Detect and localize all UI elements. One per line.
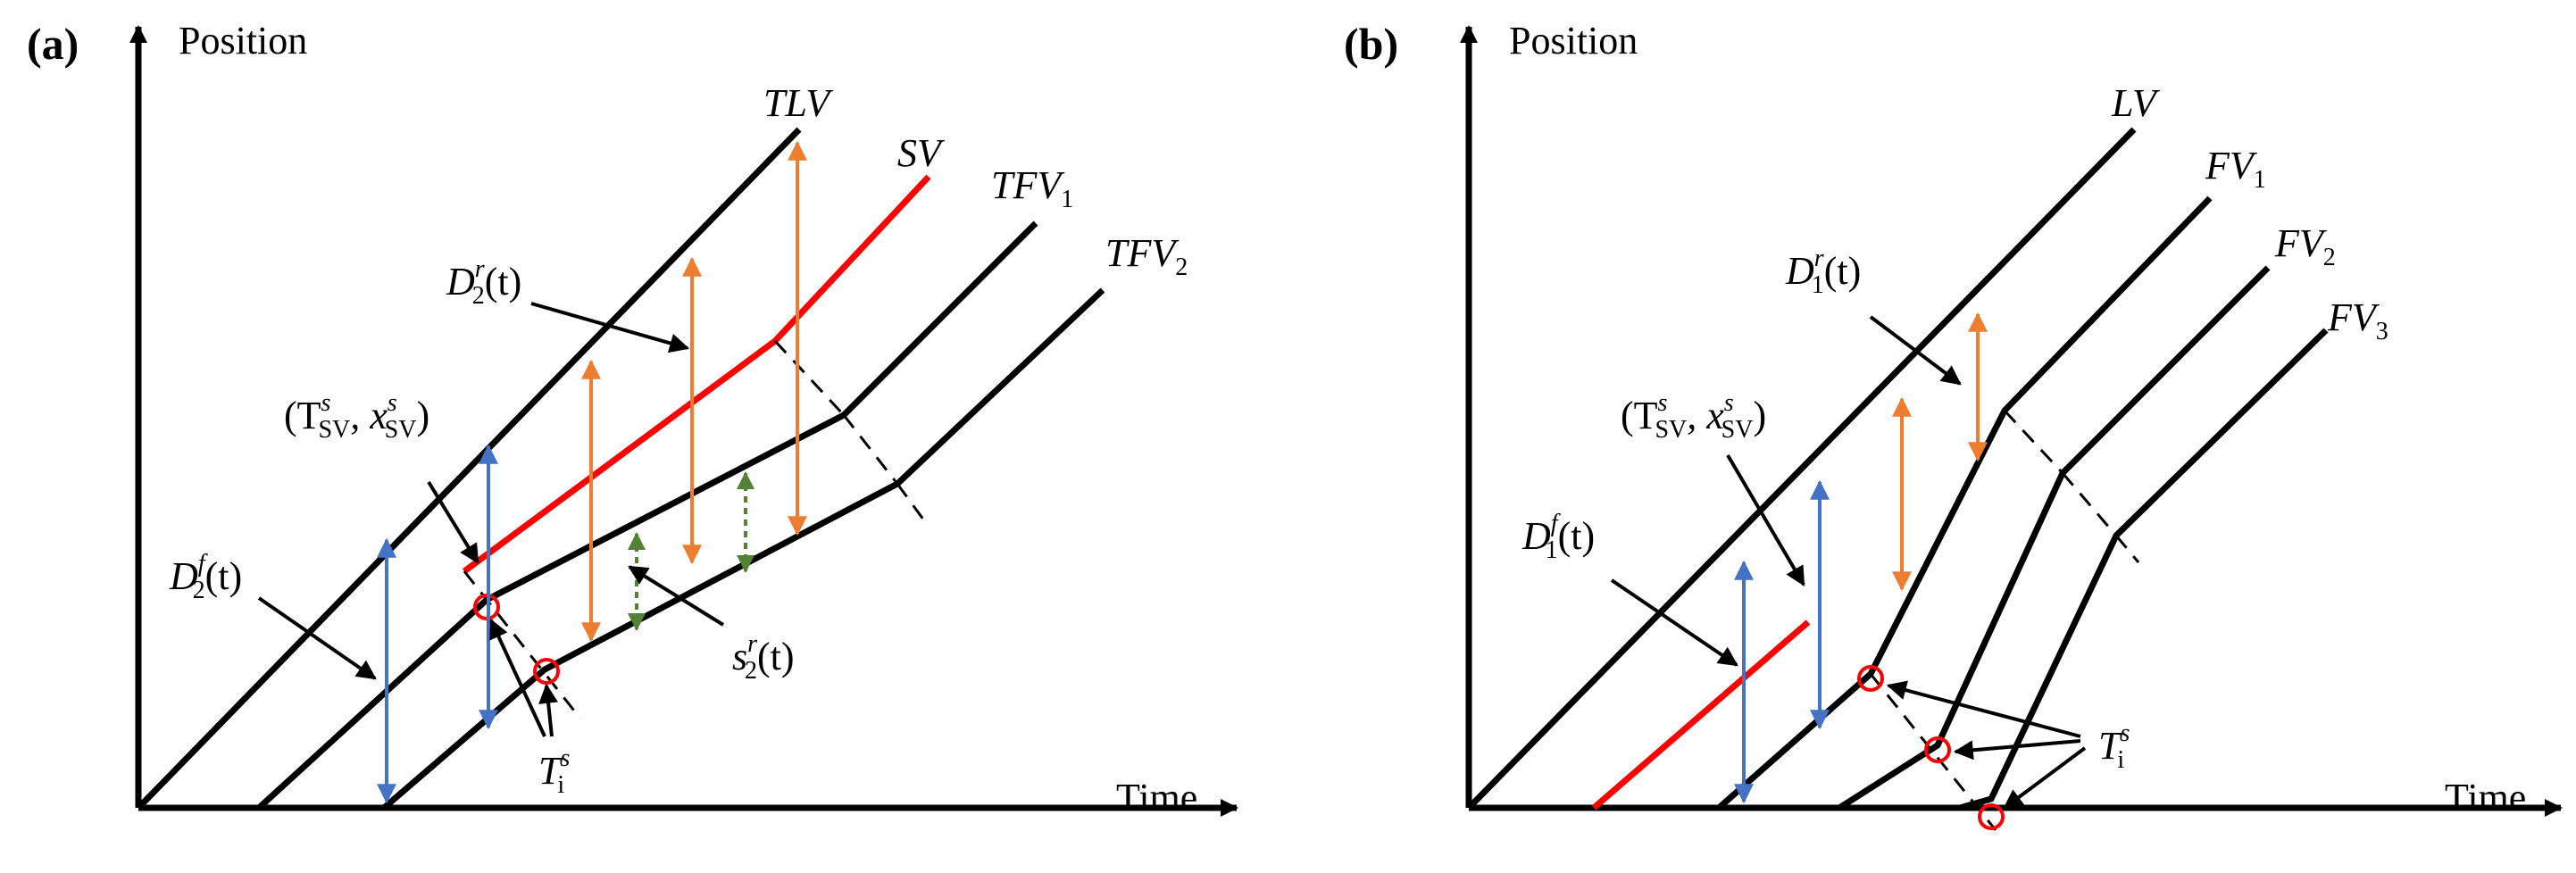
fv1-trajectory xyxy=(1716,195,2213,811)
pointer-arrow xyxy=(1869,315,1962,386)
merge-point-marker xyxy=(533,658,560,685)
panel-a-tag: (a) xyxy=(27,19,79,69)
dashed-extension xyxy=(896,483,930,528)
y-axis-title: Position xyxy=(1509,19,1638,62)
pointer-arrow xyxy=(1610,578,1738,667)
pointer-arrow xyxy=(530,302,690,353)
fv2-trajectory xyxy=(1838,265,2271,811)
pointer-arrow xyxy=(628,565,725,627)
pointer-arrow xyxy=(538,683,559,737)
x-axis-title: Time xyxy=(2445,776,2526,819)
pointer-arrow xyxy=(1953,739,2081,761)
sv-label: SV xyxy=(897,131,946,175)
tlv-trajectory xyxy=(136,127,802,811)
merge-point-marker xyxy=(1924,736,1951,763)
dashed-extension xyxy=(1869,673,1997,831)
merge-point-marker xyxy=(1857,665,1884,692)
fv2-label: FV2 xyxy=(2274,221,2336,271)
tfv1-label: TFV1 xyxy=(991,163,1073,213)
panel-a: (a) Position Time xyxy=(27,19,1238,819)
tlv-label: TLV xyxy=(763,81,834,125)
sv-trajectory xyxy=(1591,619,1811,811)
tfv1-trajectory xyxy=(256,220,1038,811)
pointer-arrow xyxy=(1886,680,2081,738)
tfv2-label: TFV2 xyxy=(1105,231,1188,281)
pointer-arrow xyxy=(2003,746,2087,810)
lv-label: LV xyxy=(2111,81,2161,125)
pointer-arrow xyxy=(257,596,377,680)
panel-b: (b) Position Time LV xyxy=(1344,19,2563,831)
dashed-extension xyxy=(463,570,582,719)
dashed-extension xyxy=(773,339,846,417)
dashed-extension xyxy=(2061,472,2118,536)
pointer-arrow xyxy=(1726,453,1805,586)
pointer-arrow xyxy=(489,619,546,737)
y-axis-title: Position xyxy=(179,19,307,62)
dashed-extension xyxy=(2114,535,2140,563)
fv1-label: FV1 xyxy=(2205,144,2266,194)
merge-point-marker xyxy=(1978,803,2005,830)
dashed-extension xyxy=(2003,409,2064,475)
panel-b-tag: (b) xyxy=(1344,19,1398,69)
lv-trajectory xyxy=(1466,127,2137,811)
pointer-arrow xyxy=(427,480,479,564)
x-axis-title: Time xyxy=(1116,776,1197,819)
dashed-extension xyxy=(842,414,899,485)
fv3-label: FV3 xyxy=(2327,295,2388,345)
tfv2-trajectory xyxy=(381,287,1105,811)
